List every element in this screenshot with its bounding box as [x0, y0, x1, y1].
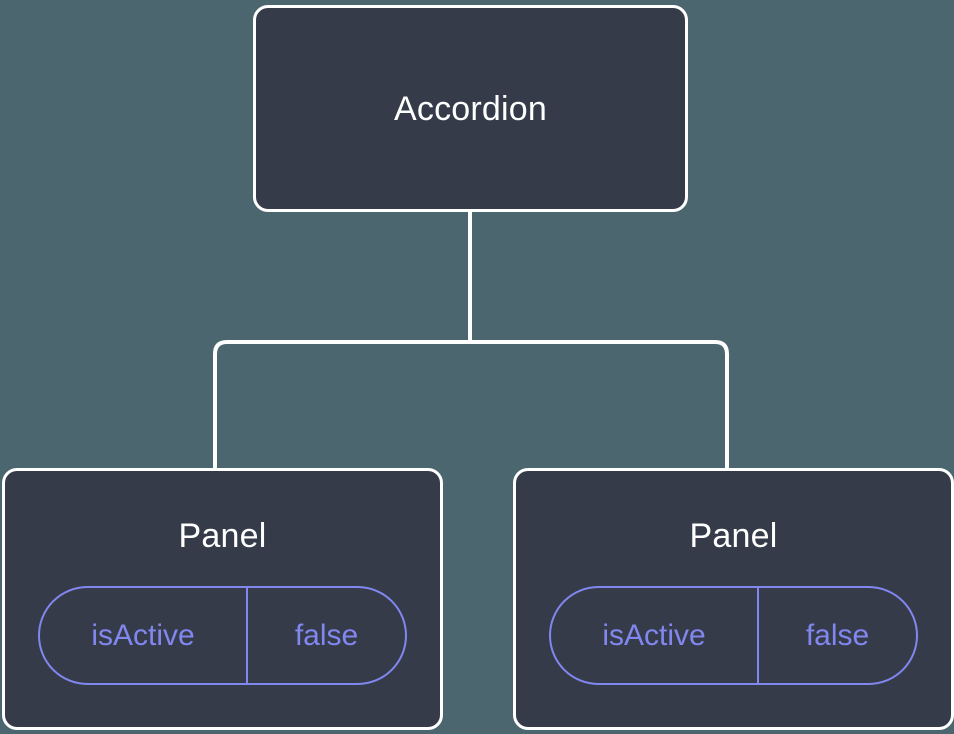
- node-accordion[interactable]: Accordion: [253, 5, 688, 212]
- state-pill-panel-0-value: false: [294, 618, 359, 652]
- node-accordion-title: Accordion: [394, 89, 547, 128]
- node-panel-1[interactable]: Panel isActive false: [513, 468, 954, 730]
- edge-accordion-to-panel-1: [470, 340, 729, 470]
- state-pill-panel-1-key: isActive: [602, 618, 706, 652]
- state-pill-panel-0[interactable]: isActive false: [38, 586, 407, 685]
- state-pill-panel-0-divider: [246, 588, 248, 683]
- node-panel-1-title: Panel: [689, 517, 778, 555]
- state-pill-panel-1-value: false: [805, 618, 870, 652]
- edge-accordion-to-panel-0: [213, 211, 472, 470]
- state-pill-panel-0-key: isActive: [91, 618, 195, 652]
- node-panel-0[interactable]: Panel isActive false: [2, 468, 443, 730]
- state-pill-panel-1-divider: [757, 588, 759, 683]
- state-pill-panel-1[interactable]: isActive false: [549, 586, 918, 685]
- node-panel-0-title: Panel: [178, 517, 267, 555]
